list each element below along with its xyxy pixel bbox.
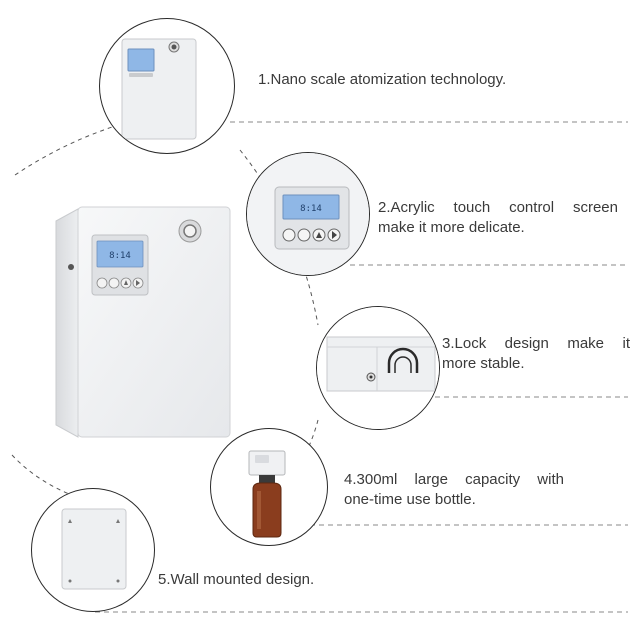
device-front-icon	[121, 38, 197, 140]
feature-2-line-2: make it more delicate.	[378, 219, 525, 236]
touch-panel-icon: 8:14	[247, 153, 369, 275]
feature-circle-atomization	[99, 18, 235, 154]
feature-5-text: 5.Wall mounted design.	[158, 570, 418, 590]
feature-4-line-2: one-time use bottle.	[344, 491, 476, 508]
feature-circle-wall-mount	[31, 488, 155, 612]
feature-circle-lock	[316, 306, 440, 430]
lock-icon	[317, 307, 439, 429]
feature-4-text: 4.300ml large capacity with one-time use…	[344, 470, 564, 510]
arc-right-upper	[239, 149, 319, 326]
feature-circle-touch-screen: 8:14	[246, 152, 370, 276]
feature-3-line-2: more stable.	[442, 355, 525, 372]
feature-5-line-1: 5.Wall mounted design.	[158, 571, 315, 588]
main-display-reading: 8:14	[109, 251, 131, 261]
arc-top-left	[14, 109, 181, 176]
panel-display-reading: 8:14	[300, 204, 322, 214]
feature-3-text: 3.Lock design make it more stable.	[442, 334, 630, 374]
device-back-icon	[61, 508, 127, 590]
arc-right-lower	[259, 419, 319, 521]
feature-2-text: 2.Acrylic touch control screen make it m…	[378, 198, 618, 238]
arc-bottom-left	[11, 454, 86, 501]
feature-1-text: 1.Nano scale atomization technology.	[258, 70, 598, 90]
feature-1-line-1: 1.Nano scale atomization technology.	[258, 71, 507, 88]
feature-2-line-1: 2.Acrylic touch control screen	[378, 199, 618, 216]
main-device-image: 8:14	[55, 206, 231, 438]
feature-circle-bottle	[210, 428, 328, 546]
bottle-icon	[248, 450, 286, 538]
feature-3-line-1: 3.Lock design make it	[442, 335, 630, 352]
feature-4-line-1: 4.300ml large capacity with	[344, 471, 564, 488]
